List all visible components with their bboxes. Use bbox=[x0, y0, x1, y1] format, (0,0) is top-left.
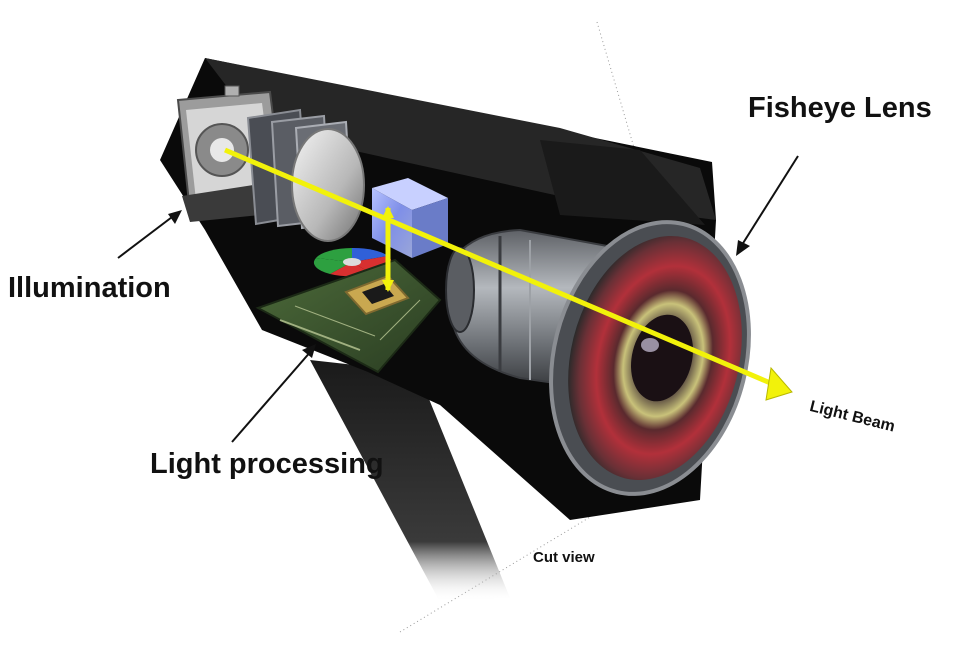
callout-arrow-illumination bbox=[117, 210, 182, 259]
cut-plane-line-top bbox=[596, 21, 641, 169]
housing-inner-edge bbox=[540, 140, 705, 225]
light-beam-path bbox=[224, 147, 793, 401]
callout-arrow-light-processing bbox=[231, 344, 316, 443]
cut-plane-line-bottom bbox=[399, 504, 611, 633]
fisheye-front-lens bbox=[549, 220, 751, 496]
projector-stand bbox=[310, 360, 510, 602]
fisheye-lens-label: Fisheye Lens bbox=[748, 92, 932, 124]
cut-view-label: Cut view bbox=[533, 549, 595, 566]
light-beam-line bbox=[224, 147, 776, 388]
condenser-lens bbox=[291, 128, 365, 242]
light-processing-label: Light processing bbox=[150, 448, 384, 480]
illumination-label: Illumination bbox=[8, 272, 171, 304]
light-beam-arrowhead bbox=[765, 366, 793, 401]
callout-arrow-fisheye bbox=[736, 155, 799, 256]
